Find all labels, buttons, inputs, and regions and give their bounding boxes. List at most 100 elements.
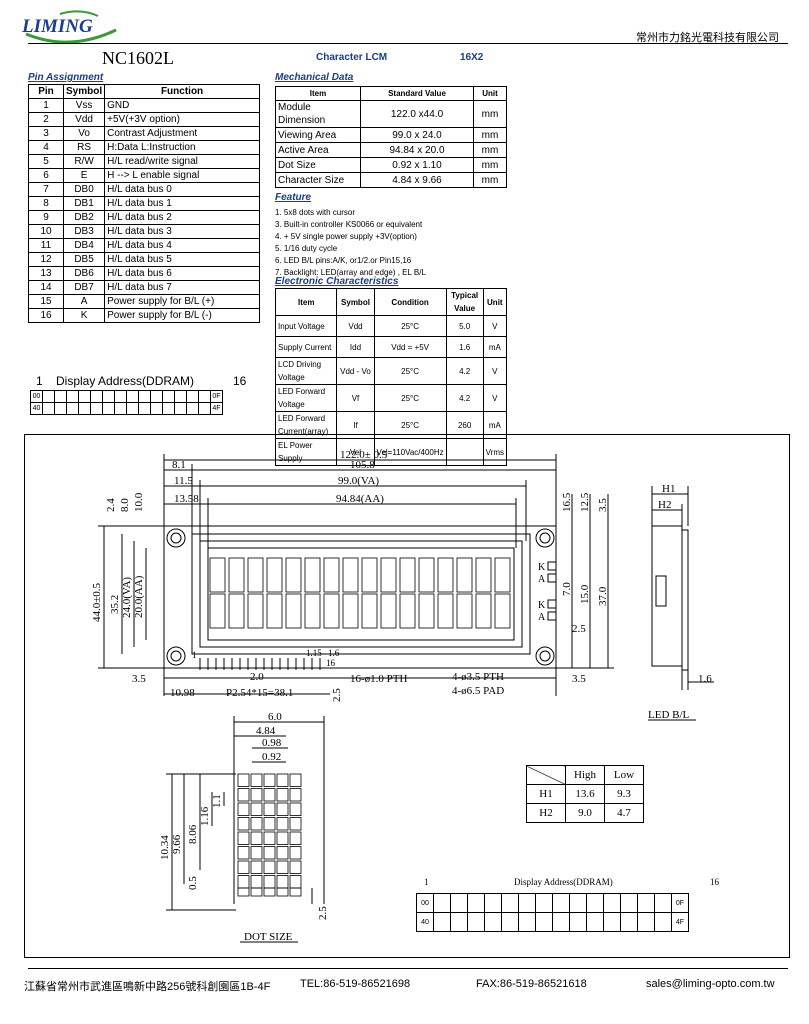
- dot-dim-0-92: 0.92: [262, 751, 281, 763]
- pin-cell: H --> L enable signal: [104, 168, 260, 183]
- lcd-char-cell: [304, 557, 321, 593]
- dot-cell: [237, 846, 250, 860]
- dim-module-height: 44.0±0.5: [91, 582, 103, 622]
- ddram2-label: Display Address(DDRAM): [514, 877, 613, 887]
- dot-cell: [276, 831, 289, 845]
- dim-mount-pads: 4-ø6.5 PAD: [452, 685, 504, 697]
- e-unit-header: Unit: [482, 288, 508, 316]
- pin-cell: RS: [62, 140, 106, 155]
- ddram-cell: [90, 390, 103, 403]
- mech-cell: Module Dimension: [275, 100, 361, 128]
- ddram-cell: [90, 402, 103, 415]
- dim-8-1: 8.1: [172, 459, 186, 471]
- ddram-cell: 4F: [671, 912, 689, 932]
- dot-cell: [250, 773, 263, 787]
- mech-cell: Dot Size: [275, 157, 361, 173]
- ddram-cell: [54, 402, 67, 415]
- lcd-char-cell: [266, 557, 283, 593]
- dot-dim-10-34: 10.34: [159, 835, 171, 860]
- ddram-cell: [450, 912, 468, 932]
- mech-cell: mm: [473, 172, 507, 188]
- ddram-cell: [450, 893, 468, 913]
- electronic-title: Electronic Characteristics: [275, 276, 399, 287]
- dim-13-58: 13.58: [174, 493, 199, 505]
- dot-dim-0-98: 0.98: [262, 737, 282, 749]
- pin-cell: DB7: [62, 280, 106, 295]
- pin-cell: Power supply for B/L (+): [104, 294, 260, 309]
- pin-cell: R/W: [62, 154, 106, 169]
- elec-cell: Vrms: [482, 438, 508, 466]
- mech-cell: 94.84 x 20.0: [360, 142, 474, 158]
- pin-cell: DB2: [62, 210, 106, 225]
- dim-pin-holes: 16-ø1.0 PTH: [350, 673, 408, 685]
- dot-cursor-cell: [289, 887, 302, 897]
- elec-cell: Vdd = +5V: [373, 336, 447, 358]
- ddram-cell: [42, 390, 55, 403]
- product-type: Character LCM: [316, 52, 388, 63]
- lcd-char-cell: [418, 557, 435, 593]
- dot-cell: [289, 788, 302, 802]
- dot-cursor-cell: [276, 887, 289, 897]
- module-outline: [163, 525, 557, 669]
- elec-cell: Supply Current: [274, 336, 338, 358]
- hl-cell: 9.3: [604, 784, 644, 804]
- ddram-cell: 00: [416, 893, 434, 913]
- pin-cell: H/L data bus 1: [104, 196, 260, 211]
- lcd-char-cell: [342, 593, 359, 629]
- mech-cell: 0.92 x 1.10: [360, 157, 474, 173]
- mechanical-title: Mechanical Data: [275, 72, 354, 83]
- ddram-cell: [467, 912, 485, 932]
- lcd-char-cell: [399, 593, 416, 629]
- lcd-char-cell: [361, 557, 378, 593]
- dot-cell: [276, 860, 289, 874]
- lcd-char-cell: [285, 593, 302, 629]
- ddram-cell: [102, 390, 115, 403]
- pin-cell: DB6: [62, 266, 106, 281]
- pin-cell: H/L data bus 0: [104, 182, 260, 197]
- dot-cell: [237, 773, 250, 787]
- feature-item: 4. + 5V single power supply +3V(option): [275, 232, 417, 241]
- pin-cell: E: [62, 168, 106, 183]
- dim-1-6-pin: 1.6: [328, 648, 340, 658]
- feature-item: 1. 5x8 dots with cursor: [275, 208, 356, 217]
- model-number: NC1602L: [102, 48, 174, 68]
- lcd-char-cell: [456, 593, 473, 629]
- footer-rule: [28, 968, 788, 969]
- ddram-cell: [467, 893, 485, 913]
- dim-2-0: 2.0: [250, 671, 264, 683]
- header-rule: [28, 43, 788, 44]
- ddram2-right-label: 16: [710, 877, 719, 887]
- pin-16-label: 16: [326, 658, 336, 668]
- k-label-2: K: [538, 600, 546, 611]
- dim-viewing-width: 99.0(VA): [338, 475, 379, 487]
- pin-cell: 8: [28, 196, 64, 211]
- ddram2-left-label: 1: [424, 877, 429, 887]
- footer-email[interactable]: sales@liming-opto.com.tw: [646, 978, 775, 990]
- pin-cell: Vo: [62, 126, 106, 141]
- dot-dim-8-06: 8.06: [187, 824, 199, 844]
- ddram-cell: [126, 402, 139, 415]
- ddram-cell: [433, 912, 451, 932]
- lcd-char-cell: [304, 593, 321, 629]
- dim-3-5-right: 3.5: [572, 673, 586, 685]
- ddram-cell: [518, 912, 536, 932]
- lcd-char-cell: [380, 593, 397, 629]
- k-label-1: K: [538, 562, 546, 573]
- ddram-cell: [620, 893, 638, 913]
- dot-cell: [263, 802, 276, 816]
- led-height-table: High Low H1 13.6 9.3 H2 9.0 4.7: [526, 765, 644, 823]
- ddram-cell: [78, 390, 91, 403]
- dim-module-width: 122.0± 0.5: [340, 449, 388, 461]
- ddram-cell: [198, 390, 211, 403]
- dim-35-2: 35.2: [109, 595, 121, 614]
- dim-8-0: 8.0: [119, 498, 131, 512]
- lcd-char-cell: [475, 557, 492, 593]
- ddram-cell: [42, 402, 55, 415]
